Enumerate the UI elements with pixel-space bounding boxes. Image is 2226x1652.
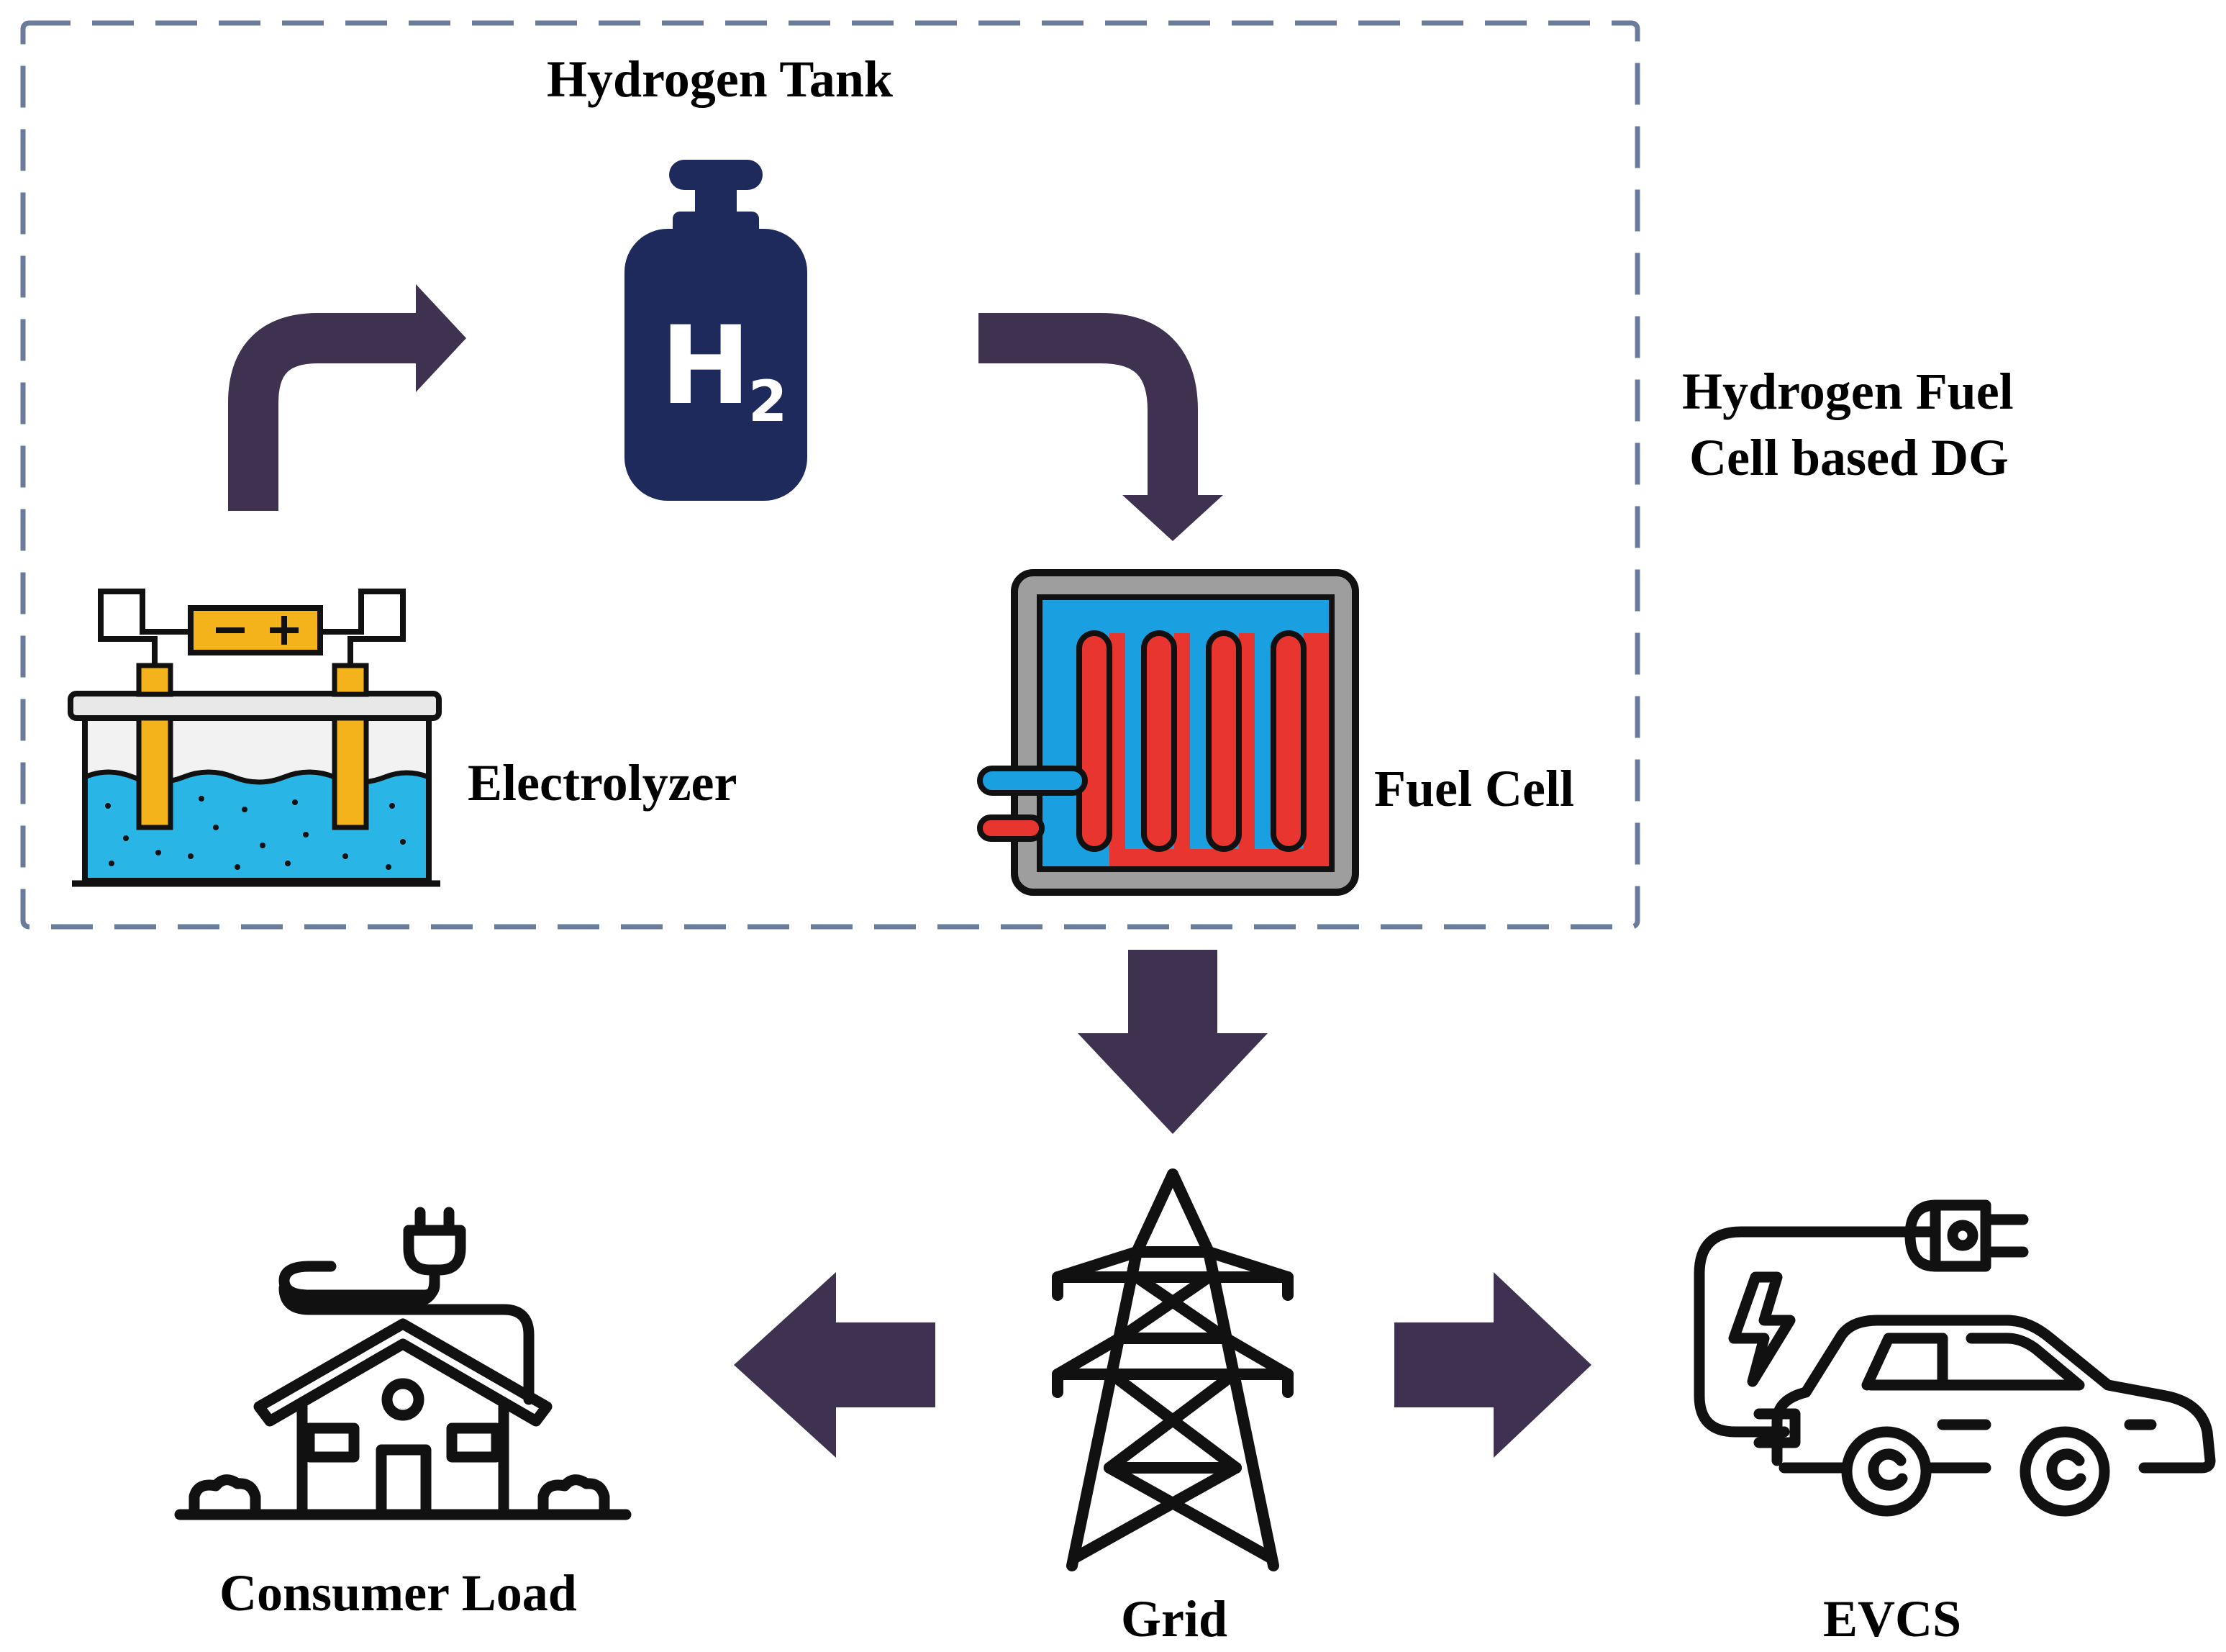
consumer-load-label: Consumer Load: [219, 1564, 577, 1622]
arrow-fuel-cell-to-grid: [1078, 950, 1268, 1134]
fuel-cell-icon: [977, 569, 1359, 896]
arrow-tank-to-fuel-cell: [978, 313, 1223, 541]
hydrogen-tank-label: Hydrogen Tank: [547, 50, 893, 108]
electrolyzer-label: Electrolyzer: [468, 754, 737, 812]
dg-group-title-line1: Hydrogen Fuel: [1682, 363, 2014, 420]
arrow-electrolyzer-to-tank: [228, 284, 466, 511]
transmission-tower-icon: [1052, 1168, 1294, 1571]
house-plug-icon: [174, 1207, 632, 1520]
arrow-grid-to-consumer-load: [734, 1272, 935, 1458]
grid-label: Grid: [1121, 1590, 1228, 1648]
arrow-grid-to-evcs: [1394, 1272, 1591, 1458]
dg-group-boundary: [20, 20, 1640, 930]
fuel-cell-label: Fuel Cell: [1374, 760, 1574, 817]
dg-group-title-line2: Cell based DG: [1689, 429, 2009, 486]
hydrogen-tank-icon: H 2: [624, 160, 807, 501]
evcs-label: EVCS: [1823, 1590, 1962, 1648]
h2-subscript-label: 2: [748, 370, 787, 435]
ev-charging-icon: [1694, 1199, 2216, 1517]
h2-formula-label: H: [660, 304, 751, 429]
electrolyzer-icon: [68, 589, 442, 887]
